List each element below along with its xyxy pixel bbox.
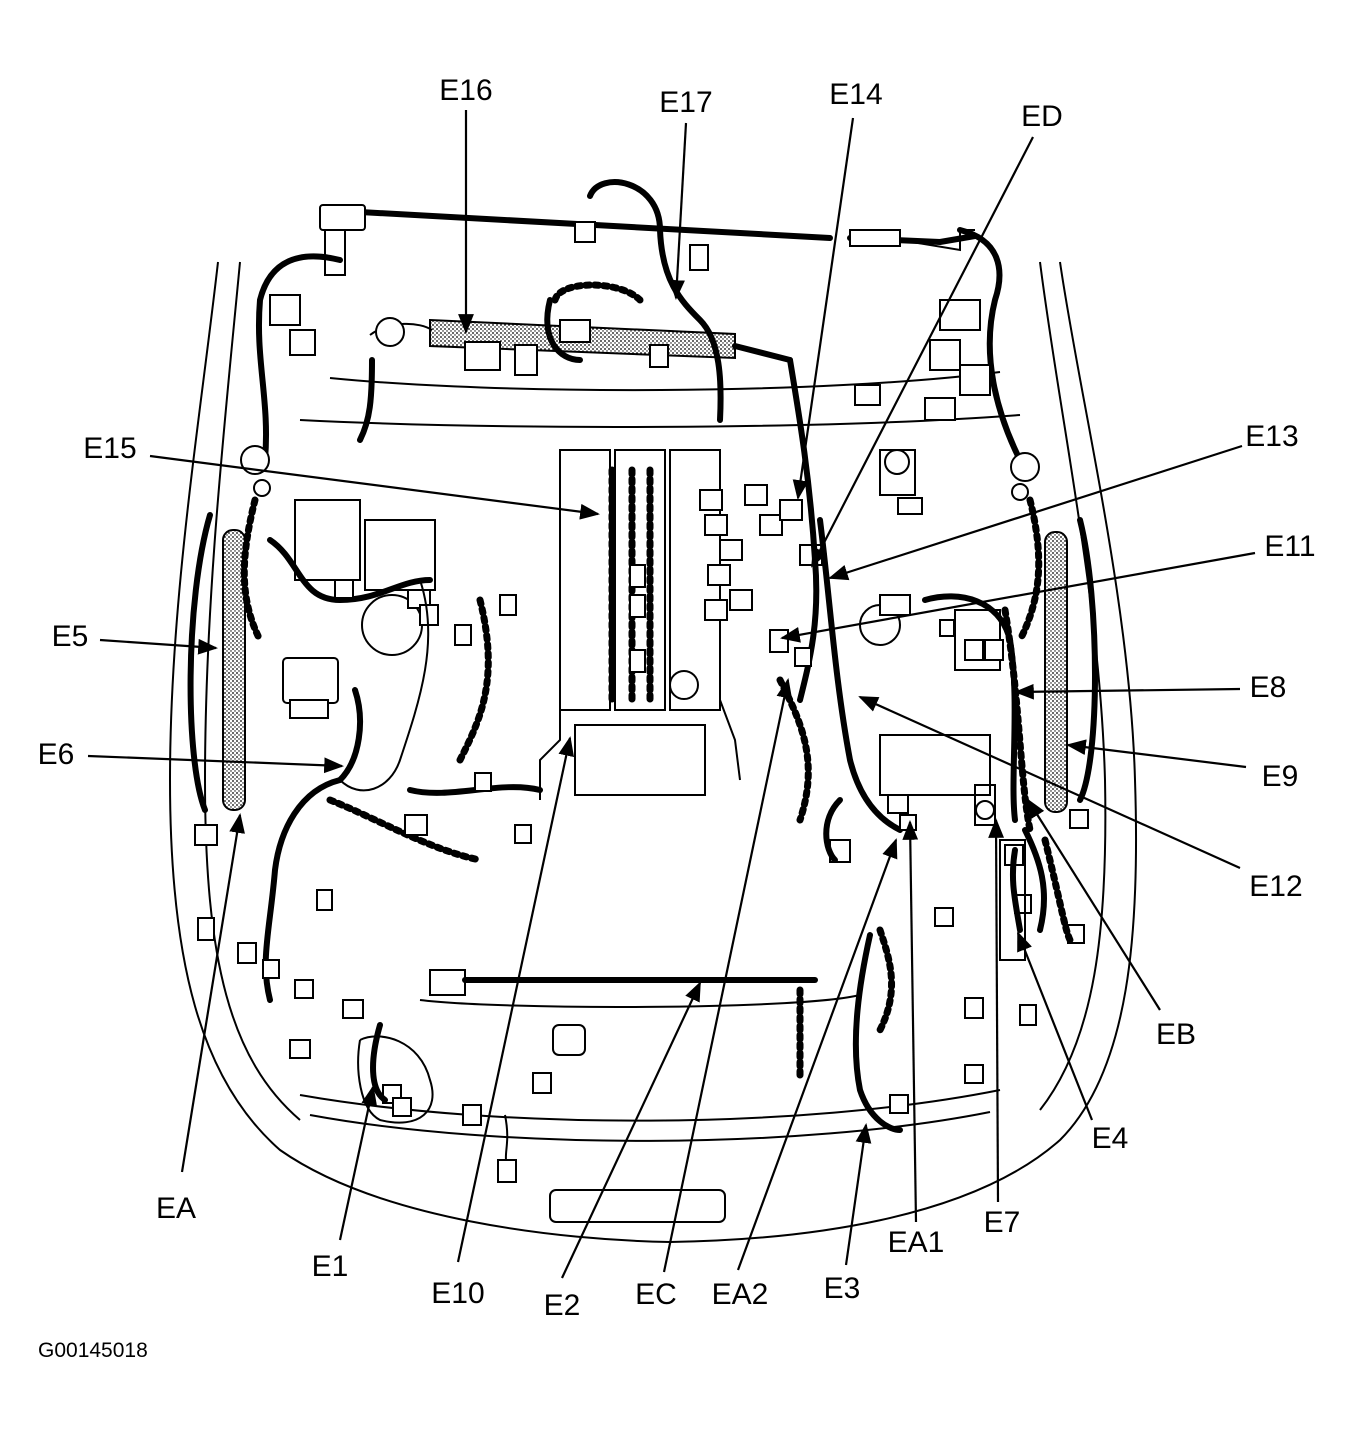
leader-ea1 — [902, 820, 919, 1223]
callout-e8: E8 — [1250, 671, 1287, 704]
callout-e6: E6 — [38, 738, 75, 771]
leader-e2 — [561, 981, 701, 1279]
callout-ea2: EA2 — [712, 1278, 769, 1311]
license-plate-recess — [549, 1189, 726, 1223]
callout-e7: E7 — [984, 1206, 1021, 1239]
callout-e9: E9 — [1262, 760, 1299, 793]
right-fender-harness — [1044, 531, 1068, 813]
leader-ec — [662, 678, 793, 1273]
leader-e10 — [456, 736, 575, 1263]
callout-e5: E5 — [52, 620, 89, 653]
callout-eb: EB — [1156, 1018, 1196, 1051]
callout-ed: ED — [1021, 100, 1063, 133]
leader-e11 — [780, 551, 1256, 643]
leader-e9 — [1066, 739, 1247, 769]
callout-e2: E2 — [544, 1289, 581, 1322]
body-outline — [168, 261, 1138, 1244]
callout-ea: EA — [156, 1192, 196, 1225]
leader-e3 — [844, 1123, 872, 1266]
callout-e13: E13 — [1245, 420, 1298, 453]
leader-e1 — [338, 1085, 377, 1241]
left-fender-harness — [222, 529, 246, 811]
callout-e14: E14 — [829, 78, 882, 111]
leader-e13 — [828, 444, 1243, 581]
leader-e5 — [99, 638, 218, 655]
leader-e7 — [988, 818, 1005, 1203]
callout-ea1: EA1 — [888, 1226, 945, 1259]
leader-e8 — [1014, 683, 1241, 700]
leader-e12 — [858, 695, 1241, 870]
callout-e17: E17 — [659, 86, 712, 119]
callout-ec: EC — [635, 1278, 677, 1311]
engine-bay-illustration — [168, 179, 1138, 1244]
callout-e4: E4 — [1092, 1122, 1129, 1155]
callout-e1: E1 — [312, 1250, 349, 1283]
leader-ea — [180, 813, 245, 1173]
callout-e11: E11 — [1264, 530, 1315, 563]
callout-labels: E16 E17 E14 ED E13 E15 E11 E5 E8 E6 E9 E… — [38, 74, 1316, 1322]
leader-e17 — [669, 122, 688, 300]
leader-e4 — [1016, 931, 1094, 1121]
callout-e12: E12 — [1249, 870, 1302, 903]
leader-e14 — [792, 117, 855, 500]
callout-e16: E16 — [439, 74, 492, 107]
callout-e3: E3 — [824, 1272, 861, 1305]
callout-e15: E15 — [83, 432, 136, 465]
leader-e6 — [87, 754, 344, 774]
leader-eb — [1026, 798, 1161, 1011]
callout-e10: E10 — [431, 1277, 484, 1310]
figure-id: G00145018 — [38, 1339, 148, 1362]
callout-leader-lines — [87, 110, 1256, 1279]
leader-ed — [811, 136, 1034, 568]
leader-e15 — [149, 454, 600, 520]
leader-ea2 — [736, 838, 898, 1271]
